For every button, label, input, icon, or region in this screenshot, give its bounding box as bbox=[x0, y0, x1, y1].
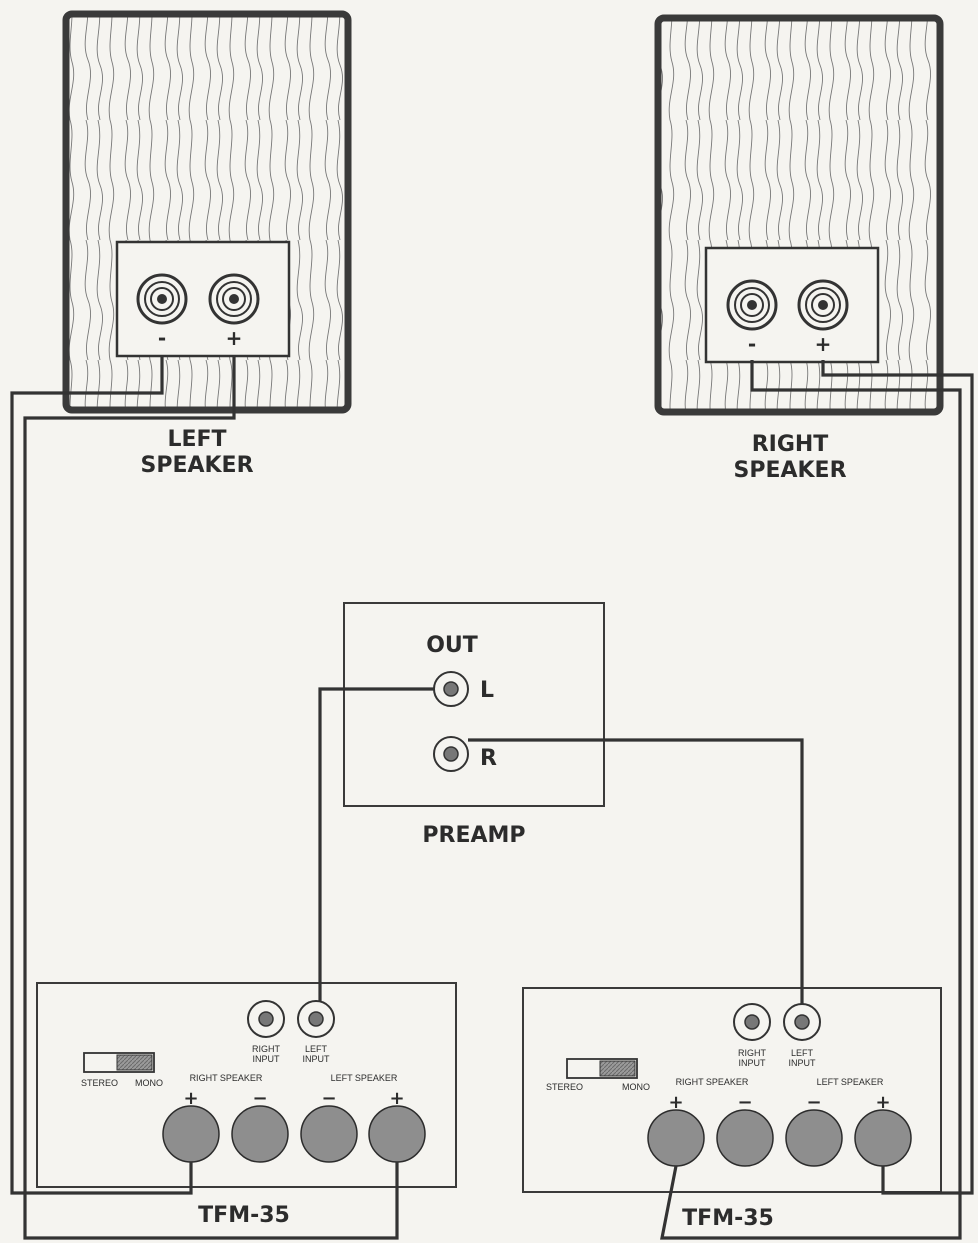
preamp-name-label: PREAMP bbox=[422, 823, 525, 848]
left-speaker: - + LEFT SPEAKER bbox=[62, 10, 352, 478]
amplifier-left-left-input-label-1: LEFT bbox=[305, 1044, 328, 1054]
amplifier-right-left-input-label-1: LEFT bbox=[791, 1048, 814, 1058]
amplifier-left-terminal-2 bbox=[231, 1105, 289, 1163]
amplifier-left-terminal-2-sign: − bbox=[252, 1088, 267, 1109]
amplifier-left-terminal-3-sign: − bbox=[321, 1088, 336, 1109]
amplifier-right-panel bbox=[522, 987, 942, 1193]
right-speaker-minus-terminal bbox=[726, 279, 778, 331]
amplifier-left-mode-switch[interactable] bbox=[83, 1052, 155, 1073]
right-speaker-plus-sign: + bbox=[815, 332, 832, 356]
amplifier-left-terminal-4 bbox=[368, 1105, 426, 1163]
left-speaker-plus-terminal bbox=[208, 273, 260, 325]
amplifier-left-left-speaker-label: LEFT SPEAKER bbox=[331, 1073, 398, 1083]
amplifier-left-left-input-jack bbox=[297, 1000, 335, 1038]
wire-left-speaker-minus bbox=[10, 355, 193, 1195]
amplifier-left-right-input-label-1: RIGHT bbox=[252, 1044, 281, 1054]
amplifier-left-terminal-4-sign: + bbox=[389, 1088, 404, 1109]
amplifier-right-left-input-label-2: INPUT bbox=[789, 1058, 817, 1068]
left-speaker-plus-sign: + bbox=[226, 326, 243, 350]
wiring bbox=[10, 355, 974, 1240]
amplifier-right-right-speaker-label: RIGHT SPEAKER bbox=[676, 1077, 749, 1087]
amplifier-left-model-label: TFM-35 bbox=[198, 1203, 290, 1228]
left-speaker-label-2: SPEAKER bbox=[140, 453, 253, 478]
amplifier-left-right-speaker-label: RIGHT SPEAKER bbox=[190, 1073, 263, 1083]
amplifier-left: RIGHT INPUT LEFT INPUT STEREO MONO RIGHT… bbox=[36, 982, 457, 1228]
amplifier-right-terminal-1-sign: + bbox=[668, 1092, 683, 1113]
amplifier-right-terminal-4 bbox=[854, 1109, 912, 1167]
preamp: OUT L R PREAMP bbox=[343, 602, 605, 848]
wire-preamp-l-to-left-amp bbox=[318, 687, 434, 1001]
amplifier-right-left-input-jack bbox=[783, 1003, 821, 1041]
right-speaker-terminal-plate bbox=[704, 246, 880, 364]
amplifier-right: RIGHT INPUT LEFT INPUT STEREO MONO RIGHT… bbox=[522, 987, 942, 1231]
amplifier-right-terminal-1 bbox=[647, 1109, 705, 1167]
amplifier-right-right-input-jack bbox=[733, 1003, 771, 1041]
amplifier-right-mode-switch[interactable] bbox=[566, 1058, 638, 1079]
right-speaker-label-1: RIGHT bbox=[752, 432, 829, 457]
amplifier-left-panel bbox=[36, 982, 457, 1188]
amplifier-right-terminal-2 bbox=[716, 1109, 774, 1167]
wire-left-speaker-plus bbox=[23, 355, 399, 1240]
amplifier-left-left-input-label-2: INPUT bbox=[303, 1054, 331, 1064]
right-speaker: - + RIGHT SPEAKER bbox=[654, 14, 944, 483]
amplifier-left-right-input-jack bbox=[247, 1000, 285, 1038]
amplifier-right-right-input-label-2: INPUT bbox=[739, 1058, 767, 1068]
wire-right-speaker-plus bbox=[821, 360, 974, 1195]
amplifier-right-terminal-2-sign: − bbox=[737, 1092, 752, 1113]
amplifier-right-stereo-label: STEREO bbox=[546, 1082, 583, 1092]
preamp-r-jack bbox=[433, 736, 469, 772]
preamp-box bbox=[343, 602, 605, 807]
amplifier-left-mono-label: MONO bbox=[135, 1078, 163, 1088]
amplifier-left-terminal-3 bbox=[300, 1105, 358, 1163]
amplifier-right-right-input-label-1: RIGHT bbox=[738, 1048, 767, 1058]
wire-right-speaker-minus bbox=[660, 360, 962, 1240]
amplifier-left-stereo-label: STEREO bbox=[81, 1078, 118, 1088]
right-speaker-label-2: SPEAKER bbox=[733, 458, 846, 483]
amplifier-right-mono-label: MONO bbox=[622, 1082, 650, 1092]
wire-preamp-r-to-right-amp bbox=[468, 738, 804, 1004]
amplifier-right-terminal-3 bbox=[785, 1109, 843, 1167]
amplifier-left-terminal-1 bbox=[162, 1105, 220, 1163]
preamp-l-jack bbox=[433, 671, 469, 707]
amplifier-right-model-label: TFM-35 bbox=[682, 1206, 774, 1231]
preamp-out-label: OUT bbox=[426, 633, 478, 658]
amplifier-right-left-speaker-label: LEFT SPEAKER bbox=[817, 1077, 884, 1087]
right-speaker-minus-sign: - bbox=[748, 332, 756, 356]
right-speaker-plus-terminal bbox=[797, 279, 849, 331]
left-speaker-minus-sign: - bbox=[158, 326, 166, 350]
amplifier-right-terminal-4-sign: + bbox=[875, 1092, 890, 1113]
preamp-r-label: R bbox=[480, 746, 497, 771]
left-speaker-minus-terminal bbox=[136, 273, 188, 325]
left-speaker-label-1: LEFT bbox=[167, 427, 226, 452]
preamp-l-label: L bbox=[480, 678, 494, 703]
amplifier-left-right-input-label-2: INPUT bbox=[253, 1054, 281, 1064]
amplifier-right-terminal-3-sign: − bbox=[806, 1092, 821, 1113]
amplifier-left-terminal-1-sign: + bbox=[183, 1088, 198, 1109]
